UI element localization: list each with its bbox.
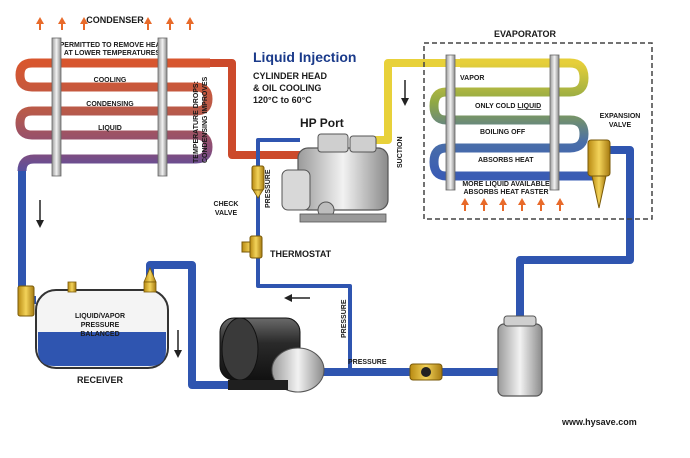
evaporator-only-cold-prefix: ONLY COLD [475, 103, 517, 110]
condenser-temp-note-2: CONDENSING IMPROVES [202, 76, 209, 163]
injection-line [256, 138, 352, 372]
check-valve-label-2: VALVE [215, 210, 238, 217]
pump-motor [219, 317, 325, 393]
evaporator-only-cold-word: LIQUID [517, 103, 541, 110]
pressure-label-vertical-2: PRESSURE [341, 299, 348, 338]
evaporator-boiling-off: BOILING OFF [480, 129, 526, 136]
injection-title: Liquid Injection [253, 49, 356, 65]
separator-tank [497, 315, 543, 397]
condenser-title: CONDENSER [86, 15, 144, 25]
check-valve: CHECK VALVE [214, 165, 265, 217]
condenser-coil [15, 58, 213, 172]
evaporator-more-liquid-1: MORE LIQUID AVAILABLE [462, 181, 550, 188]
evaporator: EVAPORATOR VAPOR ONLY COLD LIQUID BOILIN… [423, 29, 653, 220]
check-valve-label-1: CHECK [214, 201, 239, 208]
receiver-line-1: LIQUID/VAPOR [75, 313, 125, 320]
expansion-valve: EXPANSION VALVE [587, 113, 641, 209]
suction-flow-arrow [401, 80, 409, 106]
compressor [281, 133, 389, 223]
expansion-valve-label-2: VALVE [609, 122, 632, 129]
condenser-stage-cooling: COOLING [94, 77, 127, 84]
receiver-line-2: PRESSURE [81, 322, 120, 329]
receiver-title: RECEIVER [77, 375, 124, 385]
discharge-line [210, 59, 300, 159]
evaporator-vapor: VAPOR [460, 75, 484, 82]
condenser-temp-note-1: TEMPERATURE DROPS: [193, 81, 200, 163]
expansion-valve-label-1: EXPANSION [600, 113, 641, 120]
injection-line-1: CYLINDER HEAD [253, 71, 328, 81]
receiver-line-3: BALANCED [80, 331, 119, 338]
hp-port-label: HP Port [300, 116, 344, 130]
pressure-label-vertical-1: PRESSURE [265, 169, 272, 208]
evaporator-title: EVAPORATOR [494, 29, 557, 39]
receiver-outlet-flow-arrow [174, 330, 182, 358]
evaporator-only-cold-text: ONLY COLD LIQUID [475, 103, 541, 110]
condenser-stage-condensing: CONDENSING [86, 101, 134, 108]
evaporator-absorbs-heat: ABSORBS HEAT [478, 157, 534, 164]
condenser-note-1: PERMITTED TO REMOVE HEAT [60, 42, 165, 49]
evaporator-coil [429, 58, 596, 181]
heat-arrows-condenser [36, 17, 194, 30]
liquid-injection-note: Liquid Injection CYLINDER HEAD & OIL COO… [253, 49, 356, 105]
suction-label: SUCTION [397, 137, 404, 169]
condenser: CONDENSER PERMITTED TO REMOVE HEAT AT LO… [15, 15, 213, 177]
heat-arrows-evaporator [461, 198, 564, 211]
evaporator-box [423, 42, 653, 220]
liquid-line-condenser-receiver [18, 171, 36, 304]
thermostat-label: THERMOSTAT [270, 249, 332, 259]
thermostat: THERMOSTAT [241, 235, 332, 259]
injection-line-3: 120°C to 60°C [253, 95, 312, 105]
receiver: LIQUID/VAPOR PRESSURE BALANCED RECEIVER [17, 266, 169, 385]
condenser-outlet-flow-arrow [36, 200, 44, 228]
injection-flow-arrow [284, 294, 310, 302]
condenser-note-2: AT LOWER TEMPERATURES [64, 50, 161, 57]
liquid-line-expansion [516, 146, 634, 330]
injection-line-2: & OIL COOLING [253, 83, 321, 93]
condenser-stage-liquid: LIQUID [98, 125, 122, 132]
inline-valve [409, 363, 443, 381]
evaporator-more-liquid-2: ABSORBS HEAT FASTER [463, 189, 548, 196]
website-label: www.hysave.com [561, 417, 637, 427]
pressure-label-horizontal: PRESSURE [348, 359, 387, 366]
